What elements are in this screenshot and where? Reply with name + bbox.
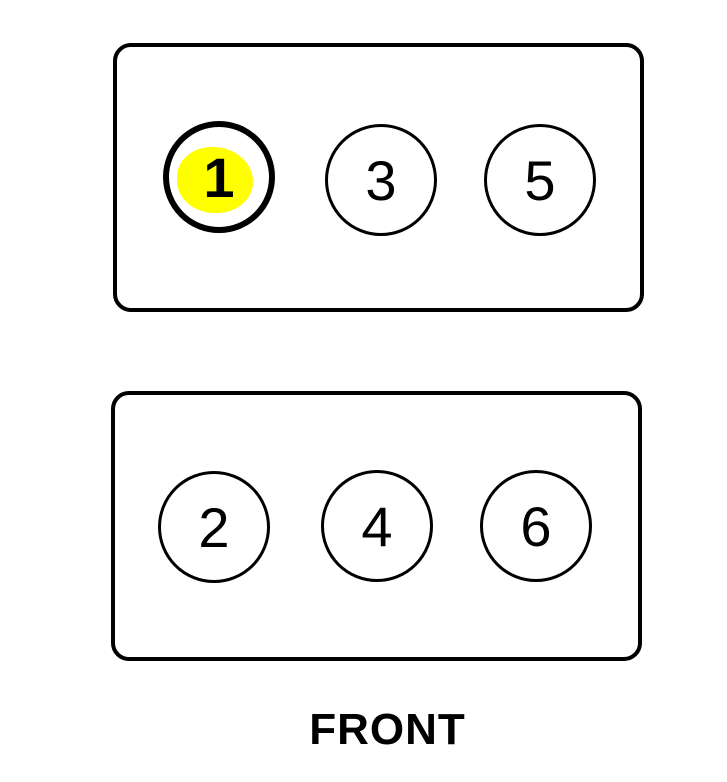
- cylinder-3: 3: [325, 124, 437, 236]
- cylinder-4-label: 4: [361, 494, 393, 558]
- cylinder-6: 6: [480, 470, 592, 582]
- cylinder-1-label: 1: [203, 145, 235, 209]
- cylinder-1: 1: [163, 121, 275, 233]
- cylinder-5: 5: [484, 124, 596, 236]
- cylinder-3-label: 3: [365, 148, 397, 212]
- cylinder-2-label: 2: [198, 495, 230, 559]
- cylinder-6-label: 6: [520, 494, 552, 558]
- highlight-marker: [177, 147, 253, 213]
- cylinder-5-label: 5: [524, 148, 556, 212]
- cylinder-2: 2: [158, 471, 270, 583]
- front-label: FRONT: [309, 705, 466, 754]
- cylinder-4: 4: [321, 470, 433, 582]
